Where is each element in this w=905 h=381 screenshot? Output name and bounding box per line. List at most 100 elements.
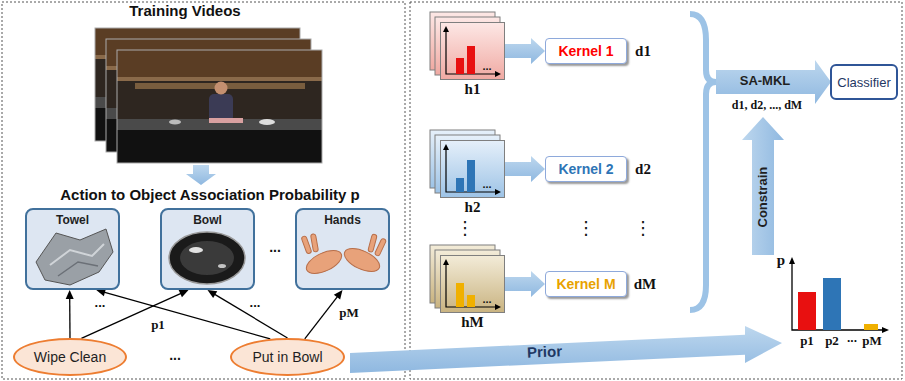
connector	[505, 271, 545, 297]
histogram-card	[467, 46, 475, 74]
histogram-card	[456, 178, 464, 192]
action-ellipse: Put in Bowl	[230, 338, 345, 376]
connector-line	[214, 294, 288, 338]
histogram-card	[443, 259, 449, 265]
brace	[690, 14, 716, 310]
node-text: Put in Bowl	[252, 349, 322, 365]
node-text: Classifier	[837, 75, 890, 90]
connector-line	[305, 296, 338, 339]
node-text: Kernel 2	[558, 161, 613, 177]
hands-picture	[301, 236, 312, 255]
connector	[96, 289, 270, 339]
histogram-card	[495, 71, 501, 77]
connector	[208, 290, 288, 338]
probability-chart	[798, 292, 816, 330]
histogram-card	[446, 263, 497, 307]
histogram-card	[495, 189, 501, 195]
node-text: Hands	[324, 212, 361, 227]
object-box: Towel	[25, 208, 120, 290]
ellipsis: ...	[482, 60, 491, 72]
hands-picture	[368, 234, 377, 253]
bowl-picture	[169, 232, 245, 284]
histogram-stack: h1	[440, 22, 505, 80]
down-arrow	[186, 165, 216, 185]
object-box-fill	[161, 209, 254, 289]
histogram-stack: hM	[440, 255, 505, 313]
histogram-stack: h2	[440, 140, 505, 198]
ellipsis: ...	[250, 296, 261, 310]
histogram-card	[430, 12, 505, 313]
probability-chart	[823, 278, 841, 330]
node-text: h1	[431, 81, 514, 98]
arrow-head	[66, 290, 74, 299]
connector	[505, 38, 545, 64]
probability-chart	[882, 327, 889, 333]
ellipsis: ...	[269, 240, 281, 255]
hands-picture	[310, 234, 318, 253]
bar-label: pM	[862, 334, 882, 348]
prior-arrow	[350, 326, 782, 373]
hands-picture	[301, 234, 386, 279]
constrain-arrow	[742, 117, 784, 255]
connector-line	[69, 297, 71, 338]
edge-label: pM	[337, 306, 361, 320]
constrain-arrow	[742, 117, 784, 255]
node-text: hM	[431, 314, 514, 331]
video-frame	[117, 50, 322, 163]
sa-mkl-arrow	[716, 60, 831, 104]
histogram-card	[456, 283, 464, 307]
weight-label: d1	[635, 43, 651, 60]
bowl-picture	[180, 241, 234, 275]
section-title: Action to Object Association Probability…	[60, 187, 359, 204]
probability-chart	[789, 257, 795, 264]
node-text: Wipe Clean	[34, 349, 106, 365]
probability-chart	[792, 262, 884, 330]
probability-chart	[789, 257, 889, 333]
hands-picture	[374, 238, 386, 256]
bar-label: p1	[800, 334, 814, 348]
histogram-card	[440, 255, 505, 313]
panel-border	[410, 2, 902, 379]
weight-label: d2	[635, 161, 651, 178]
bowl-picture	[169, 232, 245, 284]
histogram-card	[443, 26, 449, 32]
bowl-picture	[189, 247, 203, 253]
node-text: Kernel 1	[558, 43, 613, 59]
kernel-box: Kernel M	[545, 271, 627, 297]
block-arrow	[505, 156, 545, 182]
ellipsis: ...	[847, 332, 857, 345]
ellipsis: ...	[482, 178, 491, 190]
arrow-label: Constrain	[756, 167, 770, 228]
bowl-picture	[218, 264, 226, 268]
connector	[66, 290, 74, 338]
edge-label: p1	[149, 318, 167, 332]
arrow-head	[179, 290, 189, 297]
block-arrow	[505, 38, 545, 64]
vertical-ellipsis: ⋮	[634, 218, 652, 238]
object-box-fill	[26, 209, 389, 289]
kernel-box: Kernel 2	[545, 156, 627, 182]
kernel-box: Kernel 1	[545, 38, 627, 64]
towel-picture	[36, 229, 113, 285]
node-text: Bowl	[193, 212, 222, 227]
connector-line	[103, 292, 270, 339]
histogram-card	[443, 144, 449, 150]
object-box: Bowl	[160, 208, 255, 290]
vertical-ellipsis: ⋮	[456, 218, 474, 238]
histogram-card	[440, 22, 505, 80]
towel-picture	[36, 229, 113, 285]
histogram-card	[467, 295, 475, 307]
probability-chart	[864, 324, 878, 330]
action-ellipse: Wipe Clean	[13, 338, 127, 376]
histogram-card	[440, 140, 505, 198]
histogram-card	[446, 148, 497, 192]
node-text: h2	[431, 199, 514, 216]
ellipsis: ...	[482, 293, 491, 305]
weight-list: d1, d2, ..., dM	[732, 99, 802, 112]
object-box: Hands	[295, 208, 390, 290]
axis-label: p	[777, 252, 785, 269]
video-frame	[95, 28, 322, 163]
connector	[81, 290, 188, 338]
